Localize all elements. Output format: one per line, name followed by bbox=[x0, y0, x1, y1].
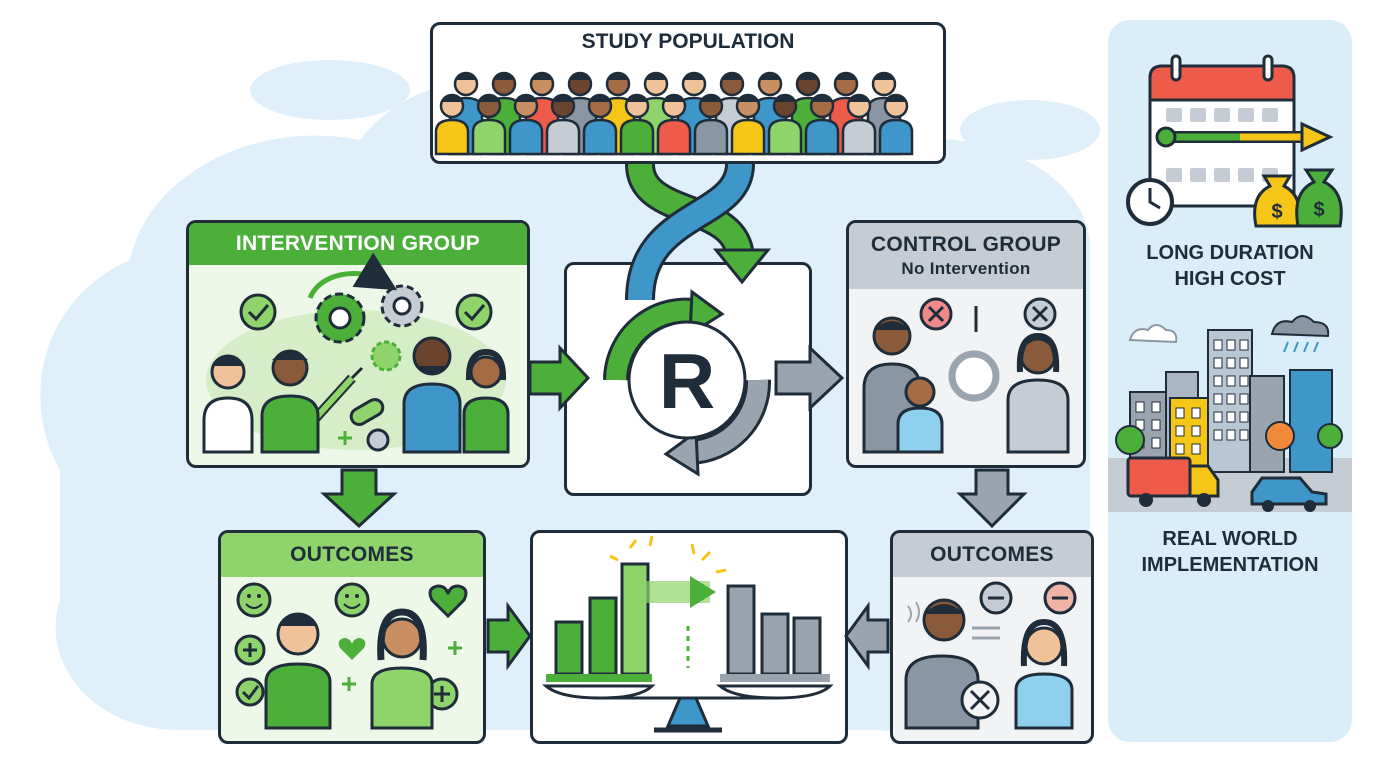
clock-icon bbox=[1126, 178, 1174, 226]
plus-icon bbox=[425, 677, 459, 711]
check-icon bbox=[455, 293, 493, 331]
person-icon bbox=[462, 348, 510, 454]
control-outcomes-title: OUTCOMES bbox=[930, 543, 1054, 566]
person-icon bbox=[402, 336, 462, 454]
person-icon bbox=[370, 608, 434, 730]
circular-arrows-icon bbox=[603, 289, 772, 477]
neutral-circle-icon bbox=[948, 350, 1000, 402]
implementation-label-line2: IMPLEMENTATION bbox=[1141, 554, 1319, 576]
person-icon bbox=[508, 93, 544, 156]
population-to-randomization-arrows bbox=[625, 162, 772, 301]
person-icon bbox=[841, 93, 877, 156]
intervention-outcomes-header: OUTCOMES bbox=[221, 533, 483, 577]
bar-intervention bbox=[620, 562, 650, 676]
control-group-header: CONTROL GROUP No Intervention bbox=[849, 223, 1083, 289]
check-icon bbox=[239, 293, 277, 331]
arrow-control-outcomes-to-comparison bbox=[844, 601, 890, 671]
bar-control bbox=[760, 612, 790, 676]
intervention-outcomes-title: OUTCOMES bbox=[290, 543, 414, 566]
gear-icon bbox=[380, 284, 424, 328]
person-icon bbox=[434, 93, 470, 156]
smiley-icon bbox=[236, 582, 272, 618]
person-icon bbox=[804, 93, 840, 156]
bar-control bbox=[726, 584, 756, 676]
svg-text:$: $ bbox=[1313, 199, 1324, 221]
control-outcomes-header: OUTCOMES bbox=[893, 533, 1091, 577]
syringe-icon bbox=[310, 366, 364, 424]
bar-intervention bbox=[554, 620, 584, 676]
person-icon bbox=[471, 93, 507, 156]
calendar-icon bbox=[1148, 54, 1334, 208]
bar-intervention bbox=[588, 596, 618, 676]
truck-icon bbox=[1126, 456, 1220, 507]
svg-text:$: $ bbox=[1271, 201, 1282, 223]
cost-label-line1: LONG DURATION bbox=[1146, 242, 1314, 264]
study-population-title: STUDY POPULATION bbox=[581, 30, 795, 53]
person-icon bbox=[896, 376, 944, 454]
heart-icon bbox=[428, 584, 468, 619]
arrow-intervention-down bbox=[320, 468, 398, 529]
control-scene bbox=[862, 297, 1070, 454]
implementation-label-line1: REAL WORLD bbox=[1162, 528, 1298, 550]
check-icon bbox=[235, 677, 265, 707]
person-icon bbox=[260, 349, 320, 454]
person-icon bbox=[693, 93, 729, 156]
minus-circle-icon bbox=[979, 581, 1013, 615]
person-icon bbox=[730, 93, 766, 156]
person-icon bbox=[619, 93, 655, 156]
plus-icon bbox=[342, 677, 356, 691]
cost-label-line2: HIGH COST bbox=[1174, 268, 1286, 290]
person-icon bbox=[1006, 332, 1070, 454]
smiley-icon bbox=[334, 582, 370, 618]
person-icon bbox=[1014, 618, 1074, 730]
intervention-outcomes-box: OUTCOMES bbox=[218, 530, 486, 744]
bar-control bbox=[792, 616, 822, 676]
cross-circle-icon bbox=[1023, 297, 1057, 331]
arrow-control-down bbox=[956, 468, 1028, 529]
plus-icon bbox=[448, 641, 462, 655]
person-icon bbox=[545, 93, 581, 156]
money-bag-icon: $ bbox=[1295, 168, 1343, 228]
control-outcomes-scene bbox=[904, 581, 1077, 730]
person-icon bbox=[878, 93, 914, 156]
intervention-outcomes-scene bbox=[234, 582, 468, 730]
person-icon bbox=[904, 598, 980, 730]
person-icon bbox=[767, 93, 803, 156]
person-icon bbox=[264, 612, 332, 730]
cross-circle-icon bbox=[919, 297, 953, 331]
balance-scale-icon bbox=[541, 674, 834, 733]
cost-label: LONG DURATION HIGH COST bbox=[1108, 240, 1352, 292]
cross-circle-icon bbox=[960, 680, 1000, 720]
gear-icon bbox=[370, 340, 402, 372]
control-group-title: CONTROL GROUP bbox=[870, 233, 1062, 256]
minus-circle-icon bbox=[1043, 581, 1077, 615]
bar-chart-icon bbox=[554, 535, 822, 676]
control-group-subtitle: No Intervention bbox=[901, 259, 1031, 278]
implementation-label: REAL WORLD IMPLEMENTATION bbox=[1108, 526, 1352, 578]
gear-icon bbox=[314, 292, 366, 344]
doctor-icon bbox=[202, 354, 254, 454]
person-icon bbox=[656, 93, 692, 156]
randomization-symbol: R bbox=[659, 337, 715, 425]
pill-icon bbox=[349, 398, 390, 452]
intervention-group-title: INTERVENTION GROUP bbox=[235, 232, 481, 255]
heart-icon bbox=[338, 638, 366, 660]
person-icon bbox=[582, 93, 618, 156]
intervention-scene bbox=[202, 252, 510, 454]
arrow-outcomes-to-comparison bbox=[486, 601, 532, 671]
plus-icon bbox=[234, 634, 266, 666]
arrow-randomization-to-control bbox=[774, 344, 845, 412]
plus-icon bbox=[338, 431, 352, 445]
arrow-intervention-to-randomization bbox=[528, 344, 591, 412]
car-icon bbox=[1250, 476, 1328, 512]
